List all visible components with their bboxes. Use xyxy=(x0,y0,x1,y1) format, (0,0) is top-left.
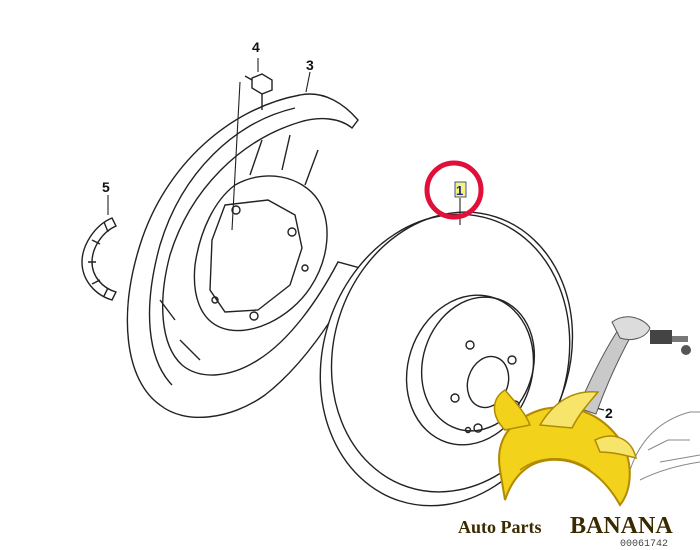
car-sketch-image xyxy=(629,411,700,481)
leader-lines xyxy=(107,58,461,231)
reference-number: 00061742 xyxy=(620,539,668,550)
dust-shield-part-3 xyxy=(126,93,361,418)
callout-1: 1 xyxy=(456,183,463,198)
banana-icon xyxy=(493,389,637,507)
callout-3: 3 xyxy=(306,57,314,73)
control-arm-image xyxy=(577,316,691,415)
watermark-logo: Auto Parts BANANA xyxy=(458,316,700,539)
brand-prefix: Auto Parts xyxy=(458,517,542,537)
brand-name: BANANA xyxy=(570,513,673,539)
callout-2: 2 xyxy=(605,405,613,421)
bolt-part-4 xyxy=(244,73,273,110)
brake-disc-part-1 xyxy=(319,211,574,507)
callout-4: 4 xyxy=(252,39,260,55)
retaining-clip-part-5 xyxy=(81,217,118,301)
highlight-circle xyxy=(424,160,484,220)
highlight-part-1: 1 xyxy=(424,160,484,220)
callout-5: 5 xyxy=(102,179,110,195)
